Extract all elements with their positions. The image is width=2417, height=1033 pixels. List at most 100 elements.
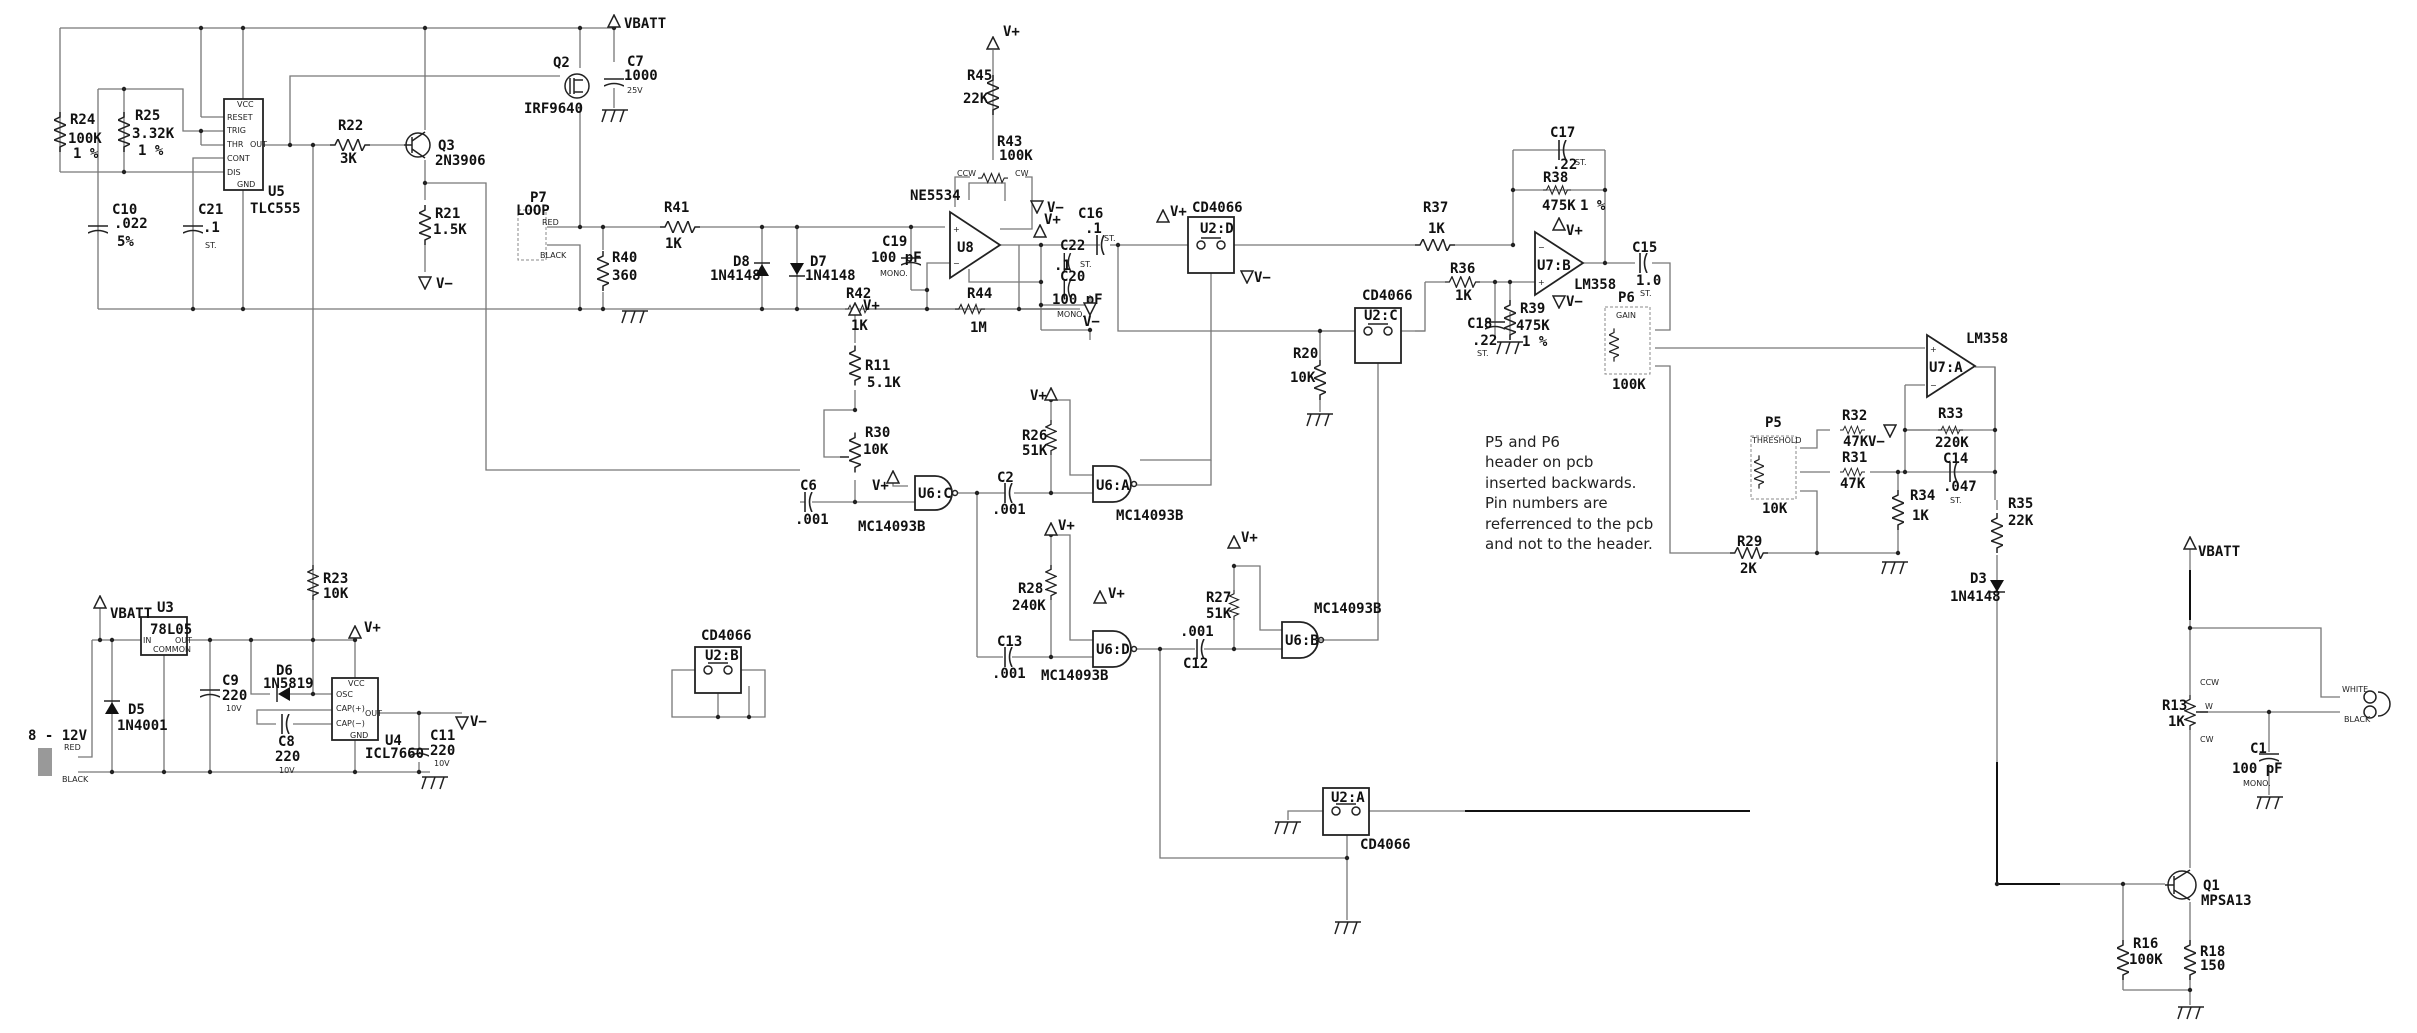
value-label: .022 — [114, 216, 148, 232]
value-label: .1 — [1085, 221, 1102, 237]
ref-label: P5 — [1765, 415, 1782, 431]
capacitor-c16[interactable]: C16.1ST. — [1078, 206, 1116, 255]
ref-label: R20 — [1293, 346, 1318, 362]
note-label: MONO. — [2243, 779, 2271, 788]
part-label: CD4066 — [1192, 200, 1243, 216]
capacitor-c2[interactable]: C2.001 — [992, 470, 1026, 518]
pin-label: OSC — [336, 690, 353, 699]
note-label: ST. — [205, 241, 217, 250]
capacitor-c6[interactable]: C6.001 — [795, 478, 829, 528]
pin-label: OUT — [175, 636, 192, 645]
tol-label: 1 % — [1580, 198, 1606, 214]
ref-label: U2:C — [1364, 308, 1398, 324]
ref-label: R11 — [865, 358, 890, 374]
junction-dot — [1344, 855, 1350, 861]
part-label: TLC555 — [250, 201, 301, 217]
capacitor-c13[interactable]: C13.001 — [992, 634, 1026, 682]
pin-label: GND — [237, 180, 255, 189]
note-line: inserted backwards. — [1485, 474, 1636, 492]
ref-label: R39 — [1520, 301, 1545, 317]
junction-dot — [715, 714, 721, 720]
capacitor-c21[interactable]: C21.1ST. — [183, 202, 223, 250]
ic-u5[interactable]: VCC RESET TRIG THR CONT DIS GND OUT U5 T… — [223, 98, 301, 217]
junction-dot — [1038, 242, 1044, 248]
ref-label: C18 — [1467, 316, 1492, 332]
cw-label: CW — [1015, 169, 1029, 178]
vplus-icon — [1093, 590, 1107, 604]
junction-dot — [1602, 187, 1608, 193]
tol-label: 1 % — [138, 143, 164, 159]
